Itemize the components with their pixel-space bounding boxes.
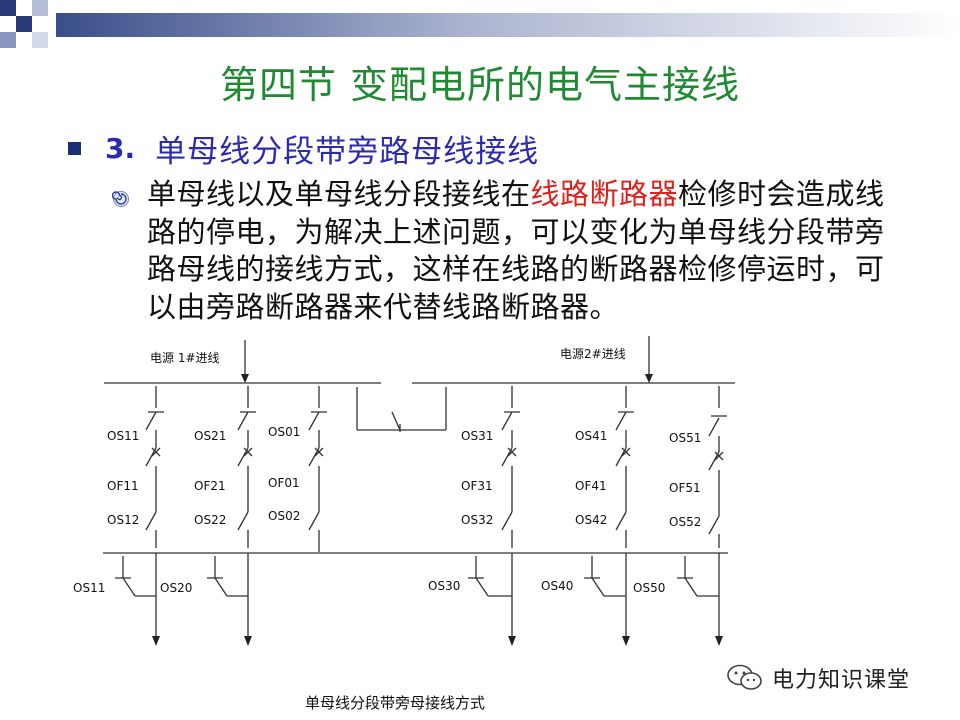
- label-of11: OF11: [107, 479, 139, 493]
- bullet-heading: 3. 单母线分段带旁路母线接线: [68, 126, 539, 170]
- label-os11-bottom: OS11: [73, 581, 105, 595]
- outgoing-lines: [115, 553, 720, 636]
- label-os22: OS22: [194, 513, 226, 527]
- body-paragraph: 单母线以及单母线分段接线在线路断路器检修时会造成线路的停电，为解决上述问题，可以…: [147, 176, 907, 326]
- label-os50: OS50: [633, 581, 665, 595]
- label-os12: OS12: [107, 513, 139, 527]
- source-1-label: 电源 1#进线: [150, 351, 220, 365]
- label-os41: OS41: [575, 429, 607, 443]
- label-os11-top: OS11: [107, 429, 139, 443]
- label-of51: OF51: [669, 481, 701, 495]
- watermark-text: 电力知识课堂: [772, 668, 911, 693]
- bullet-text: 单母线分段带旁路母线接线: [155, 133, 540, 170]
- label-of01: OF01: [268, 476, 300, 490]
- slide-title: 第四节 变配电所的电气主接线: [219, 63, 741, 107]
- label-of31: OF31: [461, 479, 493, 493]
- label-of21: OF21: [194, 479, 226, 493]
- label-of41: OF41: [575, 479, 607, 493]
- label-os32: OS32: [461, 513, 493, 527]
- label-os42: OS42: [575, 513, 607, 527]
- bullet-number: 3.: [105, 131, 136, 165]
- label-os02: OS02: [268, 509, 300, 523]
- diagram-caption: 单母线分段带旁母接线方式: [304, 694, 485, 712]
- feeders: [145, 386, 727, 552]
- swirl-bullet-icon: [112, 191, 129, 207]
- label-os20: OS20: [160, 581, 192, 595]
- single-line-diagram: 电源 1#进线 电源2#进线 OS11 OS21 OS01 OS31 OS41 …: [73, 336, 735, 646]
- source-2-label: 电源2#进线: [560, 347, 626, 361]
- label-os30: OS30: [428, 579, 460, 593]
- wechat-icon: [727, 664, 762, 690]
- label-os40: OS40: [541, 579, 573, 593]
- header-decoration: [0, 0, 960, 48]
- square-bullet-icon: [68, 141, 81, 155]
- paragraph-text-1: 单母线以及单母线分段接线在: [147, 177, 531, 211]
- paragraph-highlight: 线路断路器: [530, 177, 679, 211]
- label-os52: OS52: [669, 515, 701, 529]
- watermark: 电力知识课堂: [726, 658, 910, 698]
- paragraph-text-2: 检修时会造成线路的停电，为解决上述问题，可以变化为单母线分段带旁路母线的接线方式…: [147, 177, 885, 324]
- label-os21: OS21: [194, 429, 226, 443]
- label-os51: OS51: [669, 431, 701, 445]
- label-os01: OS01: [268, 425, 300, 439]
- label-os31: OS31: [461, 429, 493, 443]
